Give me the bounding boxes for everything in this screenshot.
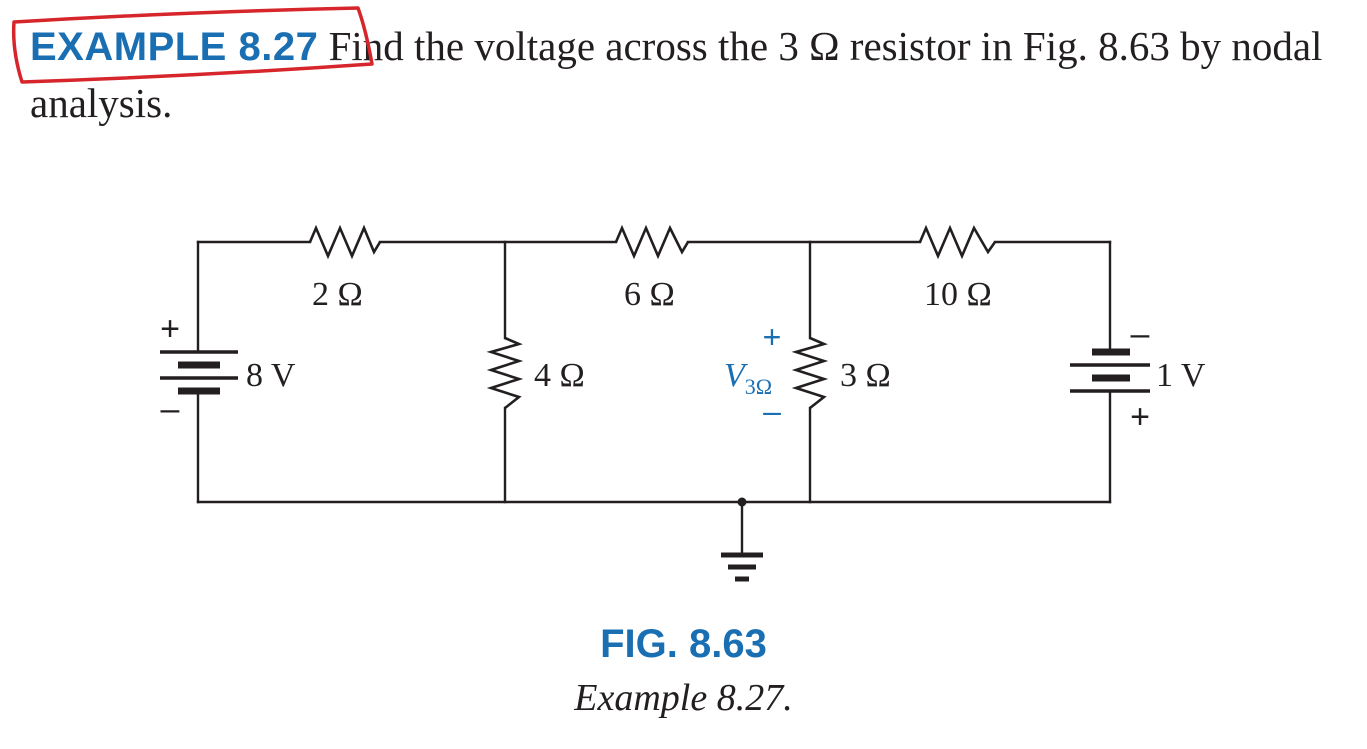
ground-symbol [721,497,763,582]
figure-label: FIG. 8.63 [600,622,767,666]
example-label: EXAMPLE 8.27 [30,25,319,69]
source-8v-label: 8 V [246,357,296,394]
resistor-10ohm [918,224,997,260]
resistor-6ohm [614,224,690,260]
resistor-10ohm-label: 10 Ω [924,276,992,313]
battery-8v [160,350,238,395]
resistor-2ohm-label: 2 Ω [312,276,363,313]
resistor-2ohm [308,224,382,260]
figure-caption: Example 8.27. [574,677,793,719]
source-1v-label: 1 V [1156,357,1206,394]
resistor-3ohm-label: 3 Ω [840,357,891,394]
resistor-6ohm-label: 6 Ω [624,276,675,313]
source-1v-plus: + [1130,398,1150,436]
source-8v-minus: – [161,390,180,428]
resistor-4ohm [486,336,524,410]
annotation-box [11,6,374,84]
v3ohm-plus: + [763,319,782,355]
source-8v-plus: + [160,310,180,348]
source-1v-minus: – [1131,315,1150,353]
problem-text: Find the voltage across the 3 Ω resistor… [30,23,1323,126]
problem-statement: EXAMPLE 8.27 Find the voltage across the… [30,18,1350,131]
v3ohm-minus: – [763,393,781,429]
resistor-4ohm-label: 4 Ω [534,357,585,394]
battery-1v [1070,348,1150,393]
resistor-3ohm [791,336,829,410]
v3ohm-subscript: 3Ω [745,374,772,399]
ground-node [737,497,747,507]
